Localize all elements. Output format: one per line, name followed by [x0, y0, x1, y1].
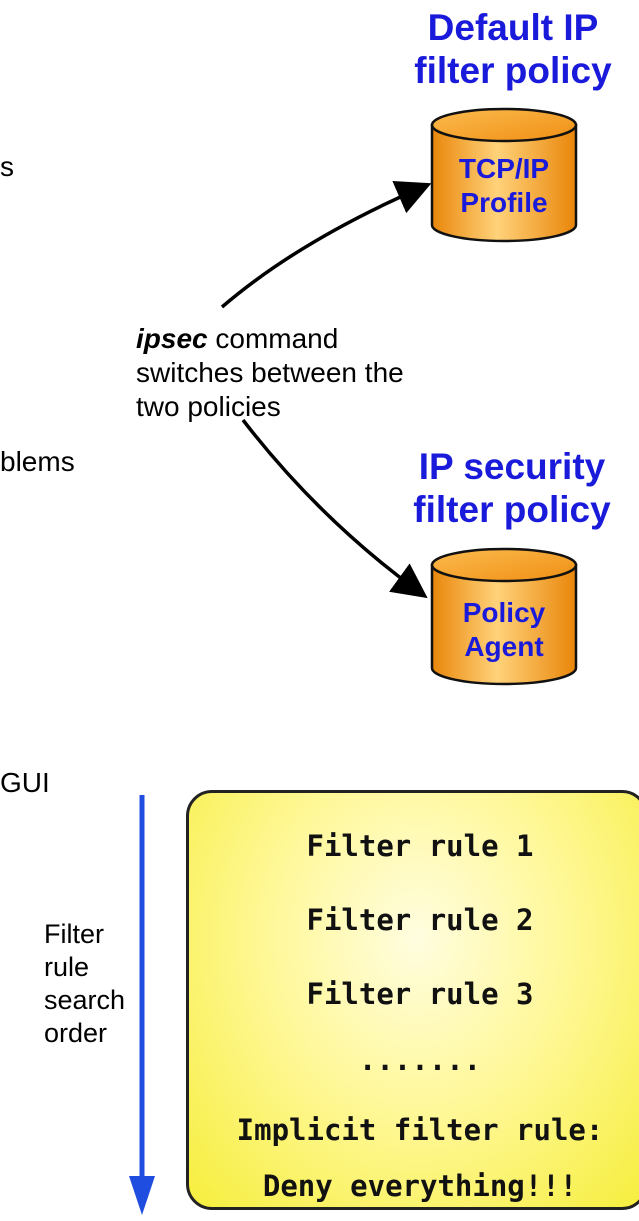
ipsec-note-line1-rest: command [207, 323, 339, 354]
deny-everything: Deny everything!!! [262, 1169, 578, 1203]
default-policy-title-line1: Default IP [427, 7, 599, 48]
search-order-line1: Filter [44, 919, 104, 949]
policy-agent-label: Policy Agent [432, 596, 576, 664]
search-order-line3: search [44, 985, 126, 1015]
text-fragment-s: s [0, 151, 14, 182]
search-order-arrow [129, 795, 155, 1215]
tcpip-profile-cylinder [430, 107, 578, 243]
search-order-line4: order [44, 1018, 108, 1048]
default-policy-title: Default IP filter policy [388, 6, 638, 92]
arrow-to-tcpip-profile [220, 181, 432, 309]
ipsec-command-note: ipsec command switches between the two p… [136, 322, 416, 424]
filter-rule-3: Filter rule 3 [306, 977, 534, 1011]
text-fragment-gui: GUI [0, 767, 50, 798]
filter-rule-dots: ....... [358, 1043, 482, 1077]
security-policy-title: IP security filter policy [385, 445, 639, 531]
security-policy-title-line1: IP security [418, 446, 606, 487]
filter-rule-1: Filter rule 1 [306, 829, 534, 863]
filter-rules-box: Filter rule 1 Filter rule 2 Filter rule … [186, 790, 639, 1210]
ipsec-note-line2: switches between the [136, 357, 404, 388]
policy-agent-label-line2: Agent [464, 631, 544, 662]
tcpip-profile-label-line1: TCP/IP [458, 153, 550, 184]
default-policy-title-line2: filter policy [414, 50, 612, 91]
tcpip-profile-label-line2: Profile [460, 187, 548, 218]
implicit-filter-rule: Implicit filter rule: [236, 1113, 604, 1147]
arrow-to-policy-agent [241, 418, 428, 599]
policy-agent-cylinder [430, 547, 578, 686]
ipsec-note-line3: two policies [136, 391, 281, 422]
policy-agent-label-line1: Policy [462, 597, 546, 628]
filter-rule-2: Filter rule 2 [306, 903, 534, 937]
search-order-label: Filter rule search order [44, 918, 139, 1050]
ipsec-command-name: ipsec [136, 323, 208, 354]
ipsec-note-line1: ipsec command [136, 322, 416, 356]
text-fragment-blems: blems [0, 446, 75, 477]
tcpip-profile-label: TCP/IP Profile [432, 152, 576, 220]
search-order-line2: rule [44, 952, 90, 982]
security-policy-title-line2: filter policy [413, 489, 611, 530]
